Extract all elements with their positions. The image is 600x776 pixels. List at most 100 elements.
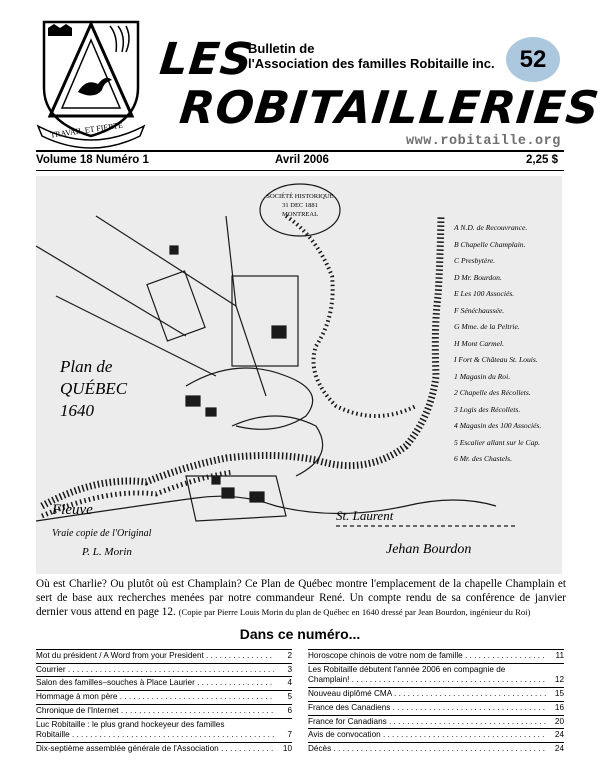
legend-item: E Les 100 Associés.	[454, 289, 515, 298]
legend-item: A N.D. de Recouvrance.	[454, 223, 528, 232]
entry-title: Horoscope chinois de votre nom de famill…	[308, 651, 546, 662]
contents-entry[interactable]: Mot du président / A Word from your Pres…	[36, 651, 292, 662]
issue-number: 52	[519, 45, 547, 73]
entry-page: 10	[282, 743, 292, 753]
contents-entry[interactable]: France for Canadians20	[308, 717, 564, 728]
contents-entry[interactable]: Décès 24	[308, 744, 564, 755]
masthead-title-line1: LES	[157, 34, 256, 85]
contents-entry[interactable]: Hommage à mon père 5	[36, 692, 292, 703]
contents-title: Dans ce numéro...	[239, 626, 361, 642]
entry-title: Hommage à mon père	[36, 692, 274, 703]
entry-title: Avis de convocation	[308, 730, 546, 741]
entry-title-line1: Luc Robitaille : le plus grand hockeyeur…	[36, 719, 225, 729]
contents-rule	[36, 717, 292, 719]
entry-title: Nouveau diplômé CMA	[308, 689, 546, 700]
contents-rule	[36, 703, 292, 705]
entry-title: Champlain!	[308, 675, 546, 686]
contents-entry[interactable]: Luc Robitaille : le plus grand hockeyeur…	[36, 720, 292, 741]
entry-page: 11	[555, 651, 565, 660]
map-fleuve-label: Fleuve	[52, 502, 93, 518]
contents-rule	[308, 741, 564, 743]
stamp-line1: SOCIÉTÉ HISTORIQUE	[266, 193, 334, 200]
entry-page: 3	[287, 664, 292, 674]
masthead-title-line2: ROBITAILLERIES	[177, 81, 600, 134]
contents-rule	[36, 676, 292, 678]
entry-page: 6	[287, 705, 292, 715]
caption-text: Où est Charlie? Ou plutôt où est Champla…	[36, 578, 566, 619]
contents-entry[interactable]: Horoscope chinois de votre nom de famill…	[308, 651, 564, 662]
entry-page: 20	[554, 716, 564, 726]
map-signature-left: P. L. Morin	[82, 546, 132, 558]
contents-entry[interactable]: Nouveau diplômé CMA 15	[308, 689, 564, 700]
contents-rule	[36, 649, 292, 650]
entry-title: France des Canadiens	[308, 703, 546, 714]
coat-of-arms-logo: TRAVAIL ET FIERTÉ	[34, 18, 148, 150]
website-link[interactable]: www.robitaille.org	[406, 134, 561, 149]
bulletin-subtitle: Bulletin de l'Association des familles R…	[248, 41, 518, 71]
map-st-laurent-label: St. Laurent	[336, 508, 394, 523]
legend-item: 6 Mr. des Chastels.	[454, 454, 513, 463]
contents-rule	[308, 687, 564, 689]
legend-item: 2 Chapelle des Récollets.	[454, 388, 531, 397]
entry-title-line1: Les Robitaille débutent l'année 2006 en …	[308, 664, 506, 674]
entry-page: 5	[287, 692, 292, 702]
contents-column-left: Mot du président / A Word from your Pres…	[36, 648, 292, 755]
contents-rule	[308, 728, 564, 730]
entry-page: 15	[554, 689, 564, 699]
contents-entry[interactable]: France des Canadiens 16	[308, 703, 564, 714]
legend-item: 4 Magasin des 100 Associés.	[454, 421, 542, 430]
contents-entry[interactable]: Avis de convocation 24	[308, 730, 564, 741]
map-copy-note: Vraie copie de l'Original	[52, 528, 152, 539]
entry-title: Mot du président / A Word from your Pres…	[36, 651, 274, 662]
entry-title: Chronique de l'Internet	[36, 706, 274, 717]
entry-page: 4	[287, 678, 292, 688]
volume-number: Volume 18 Numéro 1	[36, 154, 149, 166]
issue-price: 2,25 $	[526, 154, 558, 166]
legend-item: H Mont Carmel.	[454, 338, 504, 348]
issue-number-badge: 52	[506, 37, 560, 82]
contents-column-right: Horoscope chinois de votre nom de famill…	[308, 648, 564, 755]
entry-page: 7	[287, 730, 292, 740]
entry-page: 16	[554, 702, 564, 712]
map-caption: Où est Charlie? Ou plutôt où est Champla…	[36, 577, 566, 620]
contents-entry[interactable]: Chronique de l'Internet 6	[36, 706, 292, 717]
legend-item: G Mme. de la Peltrie.	[454, 322, 520, 331]
contents-entry[interactable]: Dix-septième assemblée générale de l'Ass…	[36, 744, 292, 755]
bulletin-line1: Bulletin de	[248, 41, 315, 56]
map-title: Plan de QUÉBEC 1640	[60, 357, 128, 420]
bulletin-line2: l'Association des familles Robitaille in…	[248, 56, 495, 71]
quebec-1640-map-image: SOCIÉTÉ HISTORIQUE 31 DEC 1881 MONTREAL …	[36, 176, 562, 574]
contents-rule	[308, 649, 564, 650]
map-stamp: SOCIÉTÉ HISTORIQUE 31 DEC 1881 MONTREAL	[264, 192, 336, 219]
contents-rule	[308, 714, 564, 716]
contents-rule	[308, 700, 564, 702]
issue-date: Avril 2006	[275, 154, 329, 166]
caption-note: (Copie par Pierre Louis Morin du plan de…	[178, 607, 531, 618]
entry-page: 24	[554, 730, 564, 740]
entry-title: Dix-septième assemblée générale de l'Ass…	[36, 744, 274, 755]
entry-title: Courrier	[36, 665, 274, 676]
contents-entry[interactable]: Courrier 3	[36, 665, 292, 676]
contents-rule	[36, 690, 292, 692]
entry-title: Salon des familles–souches à Place Lauri…	[36, 678, 274, 689]
header-rule-bottom	[36, 170, 564, 171]
entry-title: Robitaille	[36, 730, 274, 741]
legend-item: B Chapelle Champlain.	[454, 239, 526, 249]
stamp-line2: 31 DEC 1881	[282, 202, 318, 209]
legend-item: I Fort & Château St. Louis.	[454, 355, 538, 364]
legend-item: 1 Magasin du Roi.	[454, 371, 511, 381]
contents-entry[interactable]: Salon des familles–souches à Place Lauri…	[36, 678, 292, 689]
entry-page: 24	[554, 743, 564, 753]
header-rule-top	[36, 150, 564, 152]
map-signature-right: Jehan Bourdon	[386, 542, 472, 557]
map-legend: A N.D. de Recouvrance. B Chapelle Champl…	[454, 220, 560, 468]
entry-title: Décès	[308, 744, 546, 755]
contents-rule	[308, 662, 564, 664]
legend-item: 3 Logis des Récollets.	[454, 404, 521, 414]
entry-page: 2	[287, 651, 292, 660]
legend-item: D Mr. Bourdon.	[454, 272, 502, 282]
legend-item: C Presbytère.	[454, 256, 496, 265]
contents-rule	[36, 741, 292, 743]
contents-entry[interactable]: Les Robitaille débutent l'année 2006 en …	[308, 665, 564, 686]
stamp-line3: MONTREAL	[281, 211, 319, 218]
